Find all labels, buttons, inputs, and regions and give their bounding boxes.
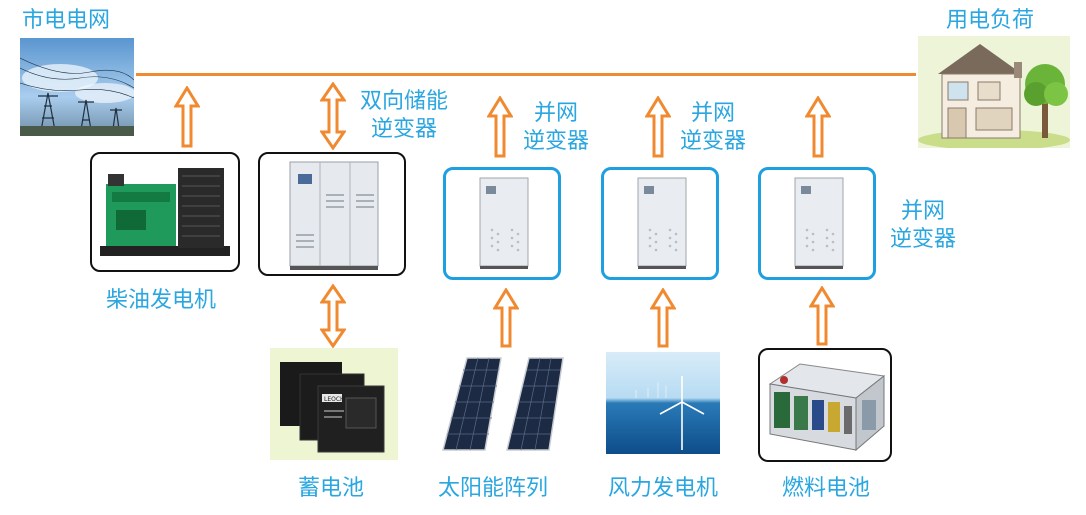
solar-array-label: 太阳能阵列 — [438, 476, 549, 501]
fuel-cell-container-icon — [768, 363, 886, 452]
house-image — [918, 36, 1070, 148]
grid-inverter-b-label-line1: 并网 — [691, 101, 736, 126]
diesel-generator-box — [90, 152, 240, 272]
bidir-inverter-bus-arrow — [320, 82, 346, 150]
inverter-c-up-arrow — [805, 96, 831, 158]
wind-up-arrow — [650, 288, 676, 348]
grid-inverter-b-label-line2: 逆变器 — [680, 129, 747, 154]
battery-image: LEOCH — [270, 348, 398, 460]
diesel-generator-icon — [100, 168, 230, 256]
bidir-inverter-box — [258, 152, 406, 276]
inverter-a-up-arrow — [487, 96, 513, 158]
power-grid-image — [20, 38, 134, 136]
inverter-b-up-arrow — [645, 96, 671, 158]
bidir-inverter-cabinet-icon — [289, 161, 379, 270]
wind-turbine-image — [606, 352, 720, 454]
fuel-cell-box — [758, 348, 892, 462]
fuelcell-up-arrow — [809, 286, 835, 346]
battery-bidir-arrow — [320, 284, 346, 348]
bidir-inverter-label-line2: 逆变器 — [371, 117, 438, 142]
battery-label: 蓄电池 — [298, 476, 365, 501]
grid-inverter-b-label: 并网 逆变器 — [680, 100, 746, 156]
grid-inverter-a-label-line2: 逆变器 — [523, 129, 590, 154]
bidir-inverter-label: 双向储能 逆变器 — [360, 88, 448, 144]
grid-inverter-c-cabinet-icon — [794, 177, 844, 269]
wind-turbine-label: 风力发电机 — [608, 476, 719, 501]
grid-inverter-c-label-line2: 逆变器 — [890, 227, 957, 252]
fuel-cell-label: 燃料电池 — [782, 476, 871, 501]
ac-bus-line — [136, 73, 916, 76]
grid-inverter-b-cabinet-icon — [637, 177, 687, 269]
diesel-up-arrow — [174, 86, 200, 148]
load-label: 用电负荷 — [946, 8, 1035, 33]
battery-brand-text: LEOCH — [324, 396, 345, 403]
solar-up-arrow — [493, 288, 519, 348]
grid-inverter-a-label: 并网 逆变器 — [523, 100, 589, 156]
solar-panel-image — [437, 352, 571, 456]
grid-inverter-c-label: 并网 逆变器 — [890, 198, 956, 254]
diesel-generator-label: 柴油发电机 — [106, 288, 217, 313]
grid-inverter-b-box — [601, 167, 719, 280]
grid-inverter-a-label-line1: 并网 — [534, 101, 579, 126]
grid-inverter-a-cabinet-icon — [479, 177, 529, 269]
grid-inverter-a-box — [443, 167, 561, 280]
grid-label: 市电电网 — [22, 8, 111, 33]
grid-inverter-c-box — [758, 167, 876, 280]
bidir-inverter-label-line1: 双向储能 — [360, 89, 449, 114]
grid-inverter-c-label-line1: 并网 — [901, 199, 946, 224]
